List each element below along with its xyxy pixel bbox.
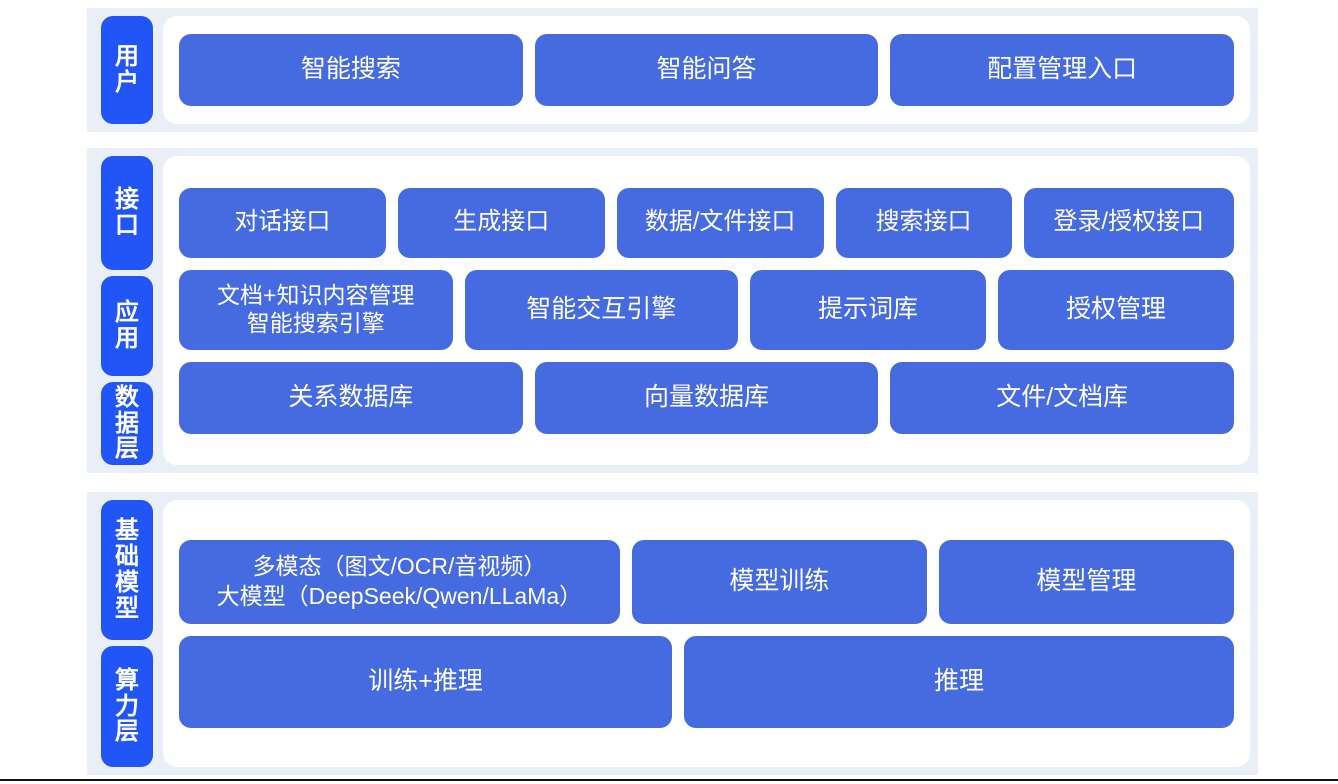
layer-tag-data: 数据层 xyxy=(101,382,153,465)
layer-tag-compute: 算力层 xyxy=(101,646,153,767)
layer-tag-compute-label: 算力层 xyxy=(115,666,139,746)
box-model-management[interactable]: 模型管理 xyxy=(938,539,1234,624)
layer-tag-data-label: 数据层 xyxy=(115,383,139,463)
box-intelligent-qa[interactable]: 智能问答 xyxy=(534,34,879,106)
box-data-file-interface[interactable]: 数据/文件接口 xyxy=(616,187,824,258)
platform-layer-rail: 接口 应用 数据层 xyxy=(87,148,153,473)
box-intelligent-interaction-engine[interactable]: 智能交互引擎 xyxy=(464,269,739,350)
box-prompt-library[interactable]: 提示词库 xyxy=(750,269,987,350)
interface-box-row: 对话接口 生成接口 数据/文件接口 搜索接口 登录/授权接口 xyxy=(179,187,1234,258)
layer-tag-foundation-model-label: 基础模型 xyxy=(115,517,139,622)
application-box-row: 文档+知识内容管理 智能搜索引擎 智能交互引擎 提示词库 授权管理 xyxy=(179,269,1234,350)
box-document-knowledge-management[interactable]: 文档+知识内容管理 智能搜索引擎 xyxy=(179,269,453,350)
user-box-row: 智能搜索 智能问答 配置管理入口 xyxy=(179,34,1235,106)
layer-tag-user: 用户 xyxy=(101,16,153,124)
box-login-auth-interface[interactable]: 登录/授权接口 xyxy=(1023,187,1234,258)
bottom-divider xyxy=(0,779,1338,781)
box-authorization-management[interactable]: 授权管理 xyxy=(998,269,1234,350)
section-user-layer: 用户 智能搜索 智能问答 配置管理入口 xyxy=(87,8,1258,132)
box-file-document-store[interactable]: 文件/文档库 xyxy=(890,361,1235,434)
box-generation-interface[interactable]: 生成接口 xyxy=(397,187,605,258)
user-layer-panel: 智能搜索 智能问答 配置管理入口 xyxy=(163,16,1250,124)
box-relational-database[interactable]: 关系数据库 xyxy=(179,361,523,434)
box-inference[interactable]: 推理 xyxy=(684,635,1234,728)
layer-tag-interface: 接口 xyxy=(101,156,153,270)
box-vector-database[interactable]: 向量数据库 xyxy=(534,361,879,434)
box-search-interface[interactable]: 搜索接口 xyxy=(835,187,1012,258)
layer-tag-foundation-model: 基础模型 xyxy=(101,500,153,640)
infrastructure-layer-rail: 基础模型 算力层 xyxy=(87,492,153,775)
section-platform-layers: 接口 应用 数据层 对话接口 生成接口 数据/文件接口 搜索接口 登录/授权接口… xyxy=(87,148,1258,473)
box-training-plus-inference[interactable]: 训练+推理 xyxy=(179,635,673,728)
platform-layer-panel: 对话接口 生成接口 数据/文件接口 搜索接口 登录/授权接口 文档+知识内容管理… xyxy=(163,156,1250,465)
box-multimodal-large-model[interactable]: 多模态（图文/OCR/音视频） 大模型（DeepSeek/Qwen/LLaMa） xyxy=(179,539,620,624)
layer-tag-application: 应用 xyxy=(101,276,153,376)
compute-box-row: 训练+推理 推理 xyxy=(179,635,1234,728)
user-layer-rail: 用户 xyxy=(87,8,153,132)
box-intelligent-search[interactable]: 智能搜索 xyxy=(179,34,523,106)
data-box-row: 关系数据库 向量数据库 文件/文档库 xyxy=(179,361,1235,434)
layer-tag-application-label: 应用 xyxy=(115,299,139,352)
layer-tag-user-label: 用户 xyxy=(115,43,139,96)
box-model-training[interactable]: 模型训练 xyxy=(631,539,927,624)
infrastructure-layer-panel: 多模态（图文/OCR/音视频） 大模型（DeepSeek/Qwen/LLaMa）… xyxy=(163,500,1250,767)
layer-tag-interface-label: 接口 xyxy=(115,186,139,239)
section-infrastructure-layers: 基础模型 算力层 多模态（图文/OCR/音视频） 大模型（DeepSeek/Qw… xyxy=(87,492,1258,775)
model-box-row: 多模态（图文/OCR/音视频） 大模型（DeepSeek/Qwen/LLaMa）… xyxy=(179,539,1234,624)
box-dialog-interface[interactable]: 对话接口 xyxy=(179,187,386,258)
box-config-management-entry[interactable]: 配置管理入口 xyxy=(890,34,1235,106)
